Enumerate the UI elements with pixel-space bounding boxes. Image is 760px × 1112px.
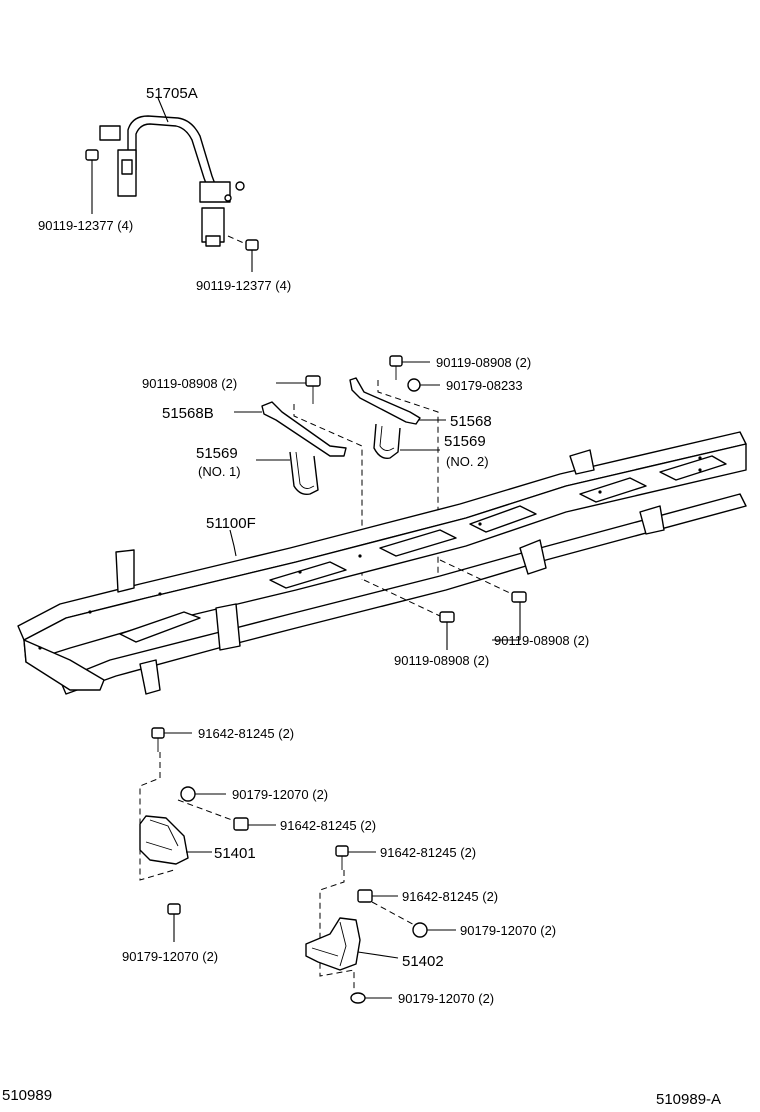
label-bolt-51402-mid: 91642-81245 (2) <box>402 889 498 904</box>
footer-code-right: 510989-A <box>656 1091 721 1108</box>
dash-51401-mid <box>177 799 233 821</box>
bolt-51401-mid-icon <box>233 817 249 831</box>
nut-51402-mid-icon <box>412 922 428 938</box>
bolt-bracket-top-right-icon <box>389 355 403 380</box>
leader-mount-right <box>357 951 399 959</box>
nut-bracket-right-icon <box>407 378 421 392</box>
label-nut-51401-bottom: 90179-12070 (2) <box>122 949 218 964</box>
dash-guide-left <box>293 404 363 580</box>
label-bolt-bar-right: 90119-12377 (4) <box>196 278 291 293</box>
nut-51401-bottom-icon <box>167 903 181 915</box>
bolt-frame-right-icon <box>511 591 527 603</box>
label-nut-51402-mid: 90179-12070 (2) <box>460 923 556 938</box>
bracket-right-illustration <box>349 377 421 425</box>
label-strap-right-no: (NO. 2) <box>446 454 489 469</box>
dash-51401-left <box>139 752 175 881</box>
label-strap-left-no: (NO. 1) <box>198 464 241 479</box>
label-strap-left: 51569 <box>196 445 238 462</box>
label-bolt-frame-bottom: 90119-08908 (2) <box>394 653 489 668</box>
bolt-51402-mid-icon <box>357 889 373 903</box>
label-nut-51402-bottom: 90179-12070 (2) <box>398 991 494 1006</box>
strap-right-illustration <box>373 423 401 459</box>
bolt-frame-bottom-icon <box>439 611 455 623</box>
label-bolt-bracket-top-left: 90119-08908 (2) <box>142 376 237 391</box>
label-bolt-51401-mid: 91642-81245 (2) <box>280 818 376 833</box>
label-bracket-right: 51568 <box>450 413 492 430</box>
label-mount-left: 51401 <box>214 845 256 862</box>
footer-code-left: 510989 <box>2 1087 52 1104</box>
label-bolt-bracket-top-right: 90119-08908 (2) <box>436 355 531 370</box>
nut-51402-bottom-icon <box>350 992 366 1004</box>
bar-assembly-illustration <box>99 115 245 247</box>
label-bolt-51401-top: 91642-81245 (2) <box>198 726 294 741</box>
leader-bar-assembly <box>157 97 169 123</box>
dash-51402-left <box>319 870 355 992</box>
dash-51402-mid <box>371 901 421 929</box>
nut-51401-mid-icon <box>180 786 196 802</box>
label-frame-assembly: 51100F <box>206 515 256 532</box>
bolt-51402-top-icon <box>335 845 349 870</box>
strap-left-illustration <box>289 451 319 496</box>
bolt-bar-left-icon <box>85 149 99 161</box>
dash-bolt-bar-right <box>227 235 247 245</box>
dash-frame-bolt-right <box>439 559 513 595</box>
leader-frame-assembly <box>229 529 237 557</box>
dash-frame-bolt-bottom <box>363 579 441 617</box>
mount-right-illustration <box>305 917 361 971</box>
label-strap-right: 51569 <box>444 433 486 450</box>
bolt-bar-right-icon <box>245 239 259 251</box>
label-bolt-51402-top: 91642-81245 (2) <box>380 845 476 860</box>
frame-assembly-illustration <box>17 431 747 695</box>
label-nut-51401-mid: 90179-12070 (2) <box>232 787 328 802</box>
label-bracket-left: 51568B <box>162 405 214 422</box>
bolt-51401-top-icon <box>151 727 165 752</box>
label-mount-right: 51402 <box>402 953 444 970</box>
bolt-bracket-top-left-icon <box>305 375 321 404</box>
dash-guide-right <box>377 380 439 590</box>
label-bolt-frame-right: 90119-08908 (2) <box>494 633 589 648</box>
label-bar-assembly: 51705A <box>146 85 198 102</box>
mount-left-illustration <box>139 815 189 865</box>
label-bolt-bar-left: 90119-12377 (4) <box>38 218 133 233</box>
label-nut-bracket-right: 90179-08233 <box>446 378 523 393</box>
bracket-left-illustration <box>261 401 347 457</box>
